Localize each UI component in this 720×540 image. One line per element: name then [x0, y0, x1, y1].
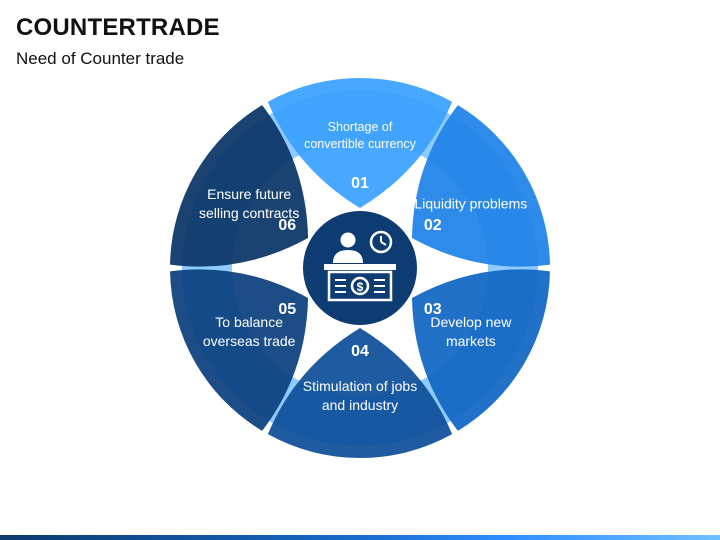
segment-label-03: Develop new markets: [430, 314, 512, 349]
segment-label-02: Liquidity problems: [414, 195, 528, 212]
segment-label-06: Ensure future selling contracts: [198, 186, 300, 221]
banker-desk-clock-icon: $: [324, 230, 396, 302]
segment-02: [411, 105, 550, 267]
segment-number-06: 06: [278, 217, 297, 234]
footer-bar: [0, 535, 720, 540]
segment-05: [170, 269, 309, 431]
segment-number-03: 03: [423, 301, 442, 318]
segment-label-04: Stimulation of jobs and industry: [302, 378, 418, 413]
page-subtitle: Need of Counter trade: [16, 49, 185, 68]
page-title: COUNTERTRADE: [16, 14, 220, 41]
segment-04: [267, 328, 453, 458]
segment-label-05: To balance overseas trade: [202, 314, 296, 349]
segment-number-01: 01: [351, 175, 369, 192]
segment-number-02: 02: [423, 217, 442, 234]
segment-number-05: 05: [278, 301, 297, 318]
segment-number-04: 04: [351, 343, 369, 360]
segment-03: [411, 269, 550, 431]
segment-01: [267, 78, 453, 208]
segment-label-01: Shortage of convertible currency: [304, 120, 416, 151]
segment-06: [170, 105, 309, 267]
svg-text:$: $: [357, 280, 364, 294]
